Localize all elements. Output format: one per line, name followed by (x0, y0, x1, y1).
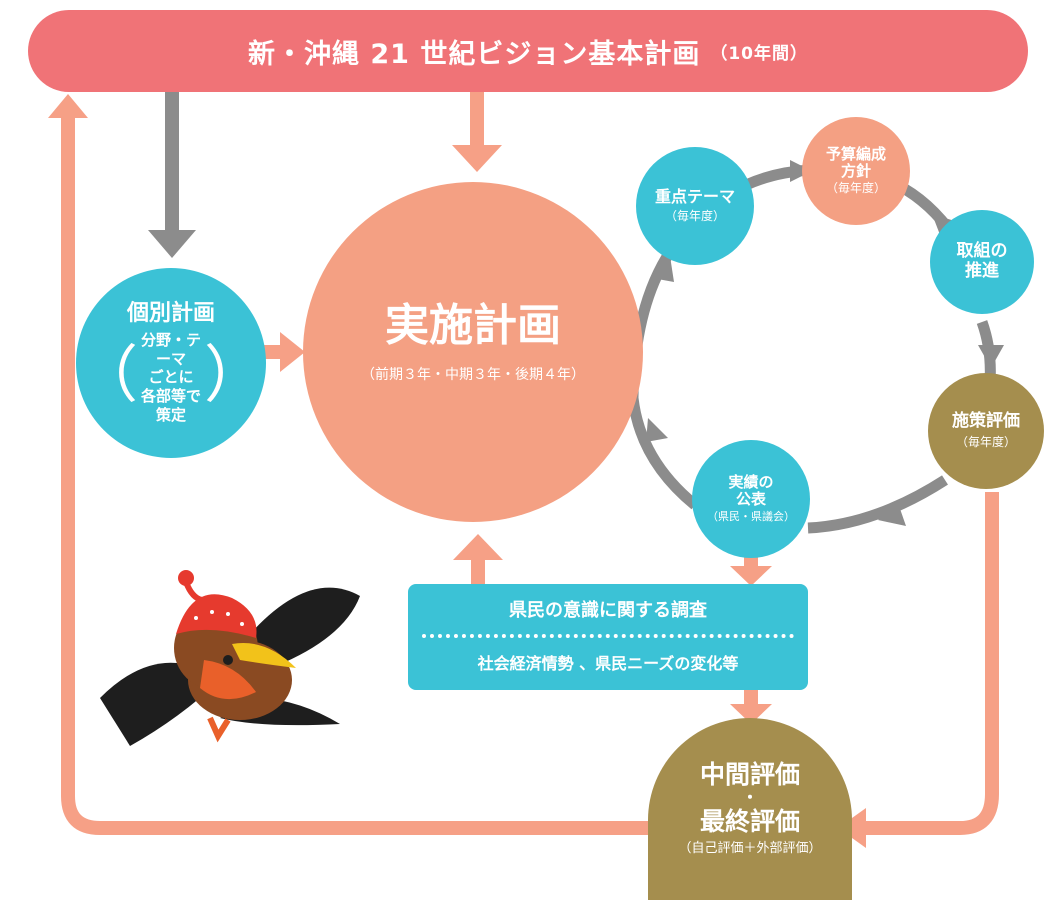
evaluation-circle: 中間評価 ・ 最終評価 （自己評価＋外部評価） (648, 718, 852, 900)
budget-policy-sub: （毎年度） (825, 181, 886, 196)
budget-policy-circle: 予算編成 方針 （毎年度） (802, 117, 910, 225)
survey-title: 県民の意識に関する調査 (509, 600, 707, 621)
paren-open: （ (76, 337, 139, 411)
results-publication-line1: 実績の (728, 472, 774, 491)
results-publication-circle: 実績の 公表 （県民・県議会） (692, 440, 810, 558)
bird-mascot-icon (100, 570, 360, 746)
individual-plan-line: 各部等で策定 (140, 387, 201, 424)
individual-plan-circle: 個別計画 （ 分野・テーマ ごとに 各部等で策定 ） (76, 268, 266, 458)
promotion-circle: 取組の 推進 (930, 210, 1034, 314)
return-loop-arrowhead (48, 94, 88, 118)
individual-plan-title: 個別計画 (126, 301, 215, 327)
evaluation-line1: 中間評価 (699, 759, 800, 789)
implementation-plan-subtitle: （前期３年・中期３年・後期４年） (361, 367, 585, 384)
gray-arrow-head (148, 230, 196, 258)
survey-subtitle: 社会経済情勢 、県民ニーズの変化等 (477, 654, 739, 673)
pink-arrow-shaft (471, 555, 485, 585)
results-publication-line2: 公表 (735, 490, 766, 509)
banner-subtitle: （10年間） (710, 43, 809, 64)
evaluation-sub: （自己評価＋外部評価） (678, 841, 822, 857)
implementation-plan-circle: 実施計画 （前期３年・中期３年・後期４年） (303, 182, 643, 522)
promotion-line1: 取組の (956, 241, 1008, 262)
results-publication-sub: （県民・県議会） (707, 510, 795, 524)
pink-arrow-head (730, 566, 772, 586)
gray-arrow-shaft (165, 92, 179, 232)
priority-theme-sub: （毎年度） (664, 209, 725, 224)
individual-plan-line: ごとに (148, 368, 194, 387)
evaluation-loop (862, 492, 999, 835)
dotted-divider (422, 634, 794, 638)
citizen-survey-box: 県民の意識に関する調査 社会経済情勢 、県民ニーズの変化等 (408, 584, 808, 690)
basic-plan-banner: 新・沖縄 21 世紀ビジョン基本計画 （10年間） (28, 10, 1028, 92)
return-loop (61, 116, 650, 835)
individual-plan-line: 分野・テーマ (140, 330, 201, 368)
pink-arrow-head (730, 704, 772, 724)
pink-arrow-shaft (744, 690, 758, 706)
promotion-line2: 推進 (965, 261, 999, 281)
evaluation-loop-arrowhead (838, 808, 866, 848)
pink-arrow-shaft (470, 92, 484, 147)
policy-evaluation-sub: （毎年度） (955, 434, 1016, 449)
paren-close: ） (203, 337, 266, 411)
budget-policy-line2: 方針 (840, 162, 871, 181)
pink-arrow-head (452, 145, 502, 172)
policy-evaluation-label: 施策評価 (952, 411, 1020, 432)
evaluation-line2: 最終評価 (699, 806, 800, 836)
policy-evaluation-circle: 施策評価 （毎年度） (928, 373, 1044, 489)
evaluation-dot: ・ (741, 788, 758, 808)
priority-theme-label: 重点テーマ (654, 186, 735, 206)
pink-arrow-shaft (262, 345, 282, 359)
budget-policy-line1: 予算編成 (825, 144, 886, 163)
priority-theme-circle: 重点テーマ （毎年度） (636, 147, 754, 265)
pink-arrow-head (453, 534, 503, 560)
implementation-plan-title: 実施計画 (385, 299, 561, 351)
banner-title: 新・沖縄 21 世紀ビジョン基本計画 (247, 38, 701, 70)
pink-arrow-head (280, 332, 305, 372)
